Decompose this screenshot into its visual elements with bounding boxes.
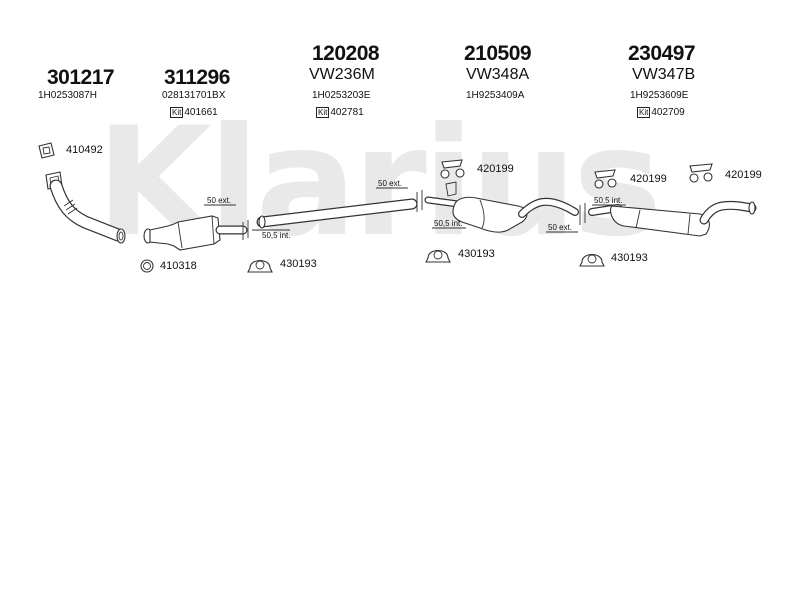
- rubber-hanger-icon: [689, 163, 713, 183]
- front-pipe-drawing: [45, 171, 126, 244]
- accessory-hanger-2: 420199: [630, 173, 667, 185]
- oe-number-1: 1H0253087H: [38, 90, 97, 101]
- kit-number-3: 402781: [330, 107, 364, 118]
- model-code-5: VW347B: [632, 66, 696, 83]
- part-number-5: 230497: [628, 42, 696, 65]
- kit-ref-5: Kit 402709: [637, 107, 685, 118]
- accessory-gasket-flange: 410492: [66, 144, 103, 156]
- dimension-label: 50 ext.: [548, 223, 573, 232]
- part-number-4: 210509: [464, 42, 532, 65]
- accessory-ring: 410318: [160, 260, 197, 272]
- dimension-marks: [204, 187, 626, 240]
- dimension-label: 50,5 int.: [434, 219, 463, 228]
- oe-number-5: 1H9253609E: [630, 90, 689, 101]
- accessory-clamp-1: 430193: [280, 258, 317, 270]
- part-number-1: 301217: [47, 66, 115, 89]
- part-number-2: 311296: [164, 66, 230, 89]
- catalytic-converter-drawing: [143, 215, 248, 251]
- oe-number-4: 1H9253409A: [466, 90, 525, 101]
- kit-number-5: 402709: [651, 107, 685, 118]
- oe-number-2: 028131701BX: [162, 90, 226, 101]
- dimension-label: 50,5 int.: [262, 231, 291, 240]
- part-number-3: 120208: [312, 42, 380, 65]
- flange-gasket-icon: [38, 142, 55, 159]
- oe-number-3: 1H0253203E: [312, 90, 371, 101]
- kit-ref-2: Kit 401661: [170, 107, 218, 118]
- clamp-icon: [247, 259, 273, 273]
- dimension-label: 50,5 int.: [594, 196, 623, 205]
- rubber-hanger-icon: [594, 169, 617, 189]
- kit-number-2: 401661: [184, 107, 218, 118]
- kit-badge: Kit: [170, 107, 184, 118]
- rubber-hanger-icon: [440, 159, 465, 179]
- rear-silencer-drawing: [588, 200, 757, 237]
- accessory-clamp-3: 430193: [611, 252, 648, 264]
- ring-gasket-icon: [140, 259, 154, 273]
- kit-badge: Kit: [316, 107, 330, 118]
- kit-badge: Kit: [637, 107, 651, 118]
- dimension-label: 50 ext.: [207, 196, 232, 205]
- hanger-bracket-icon: [445, 181, 457, 197]
- clamp-icon: [425, 249, 451, 263]
- clamp-icon: [579, 253, 605, 267]
- accessory-hanger-1: 420199: [477, 163, 514, 175]
- accessory-hanger-3: 420199: [725, 169, 762, 181]
- kit-ref-3: Kit 402781: [316, 107, 364, 118]
- middle-pipe-drawing: [256, 198, 418, 229]
- front-silencer-drawing: [424, 196, 579, 233]
- model-code-3: VW236M: [309, 66, 375, 83]
- dimension-label: 50 ext.: [378, 179, 403, 188]
- model-code-4: VW348A: [466, 66, 530, 83]
- accessory-clamp-2: 430193: [458, 248, 495, 260]
